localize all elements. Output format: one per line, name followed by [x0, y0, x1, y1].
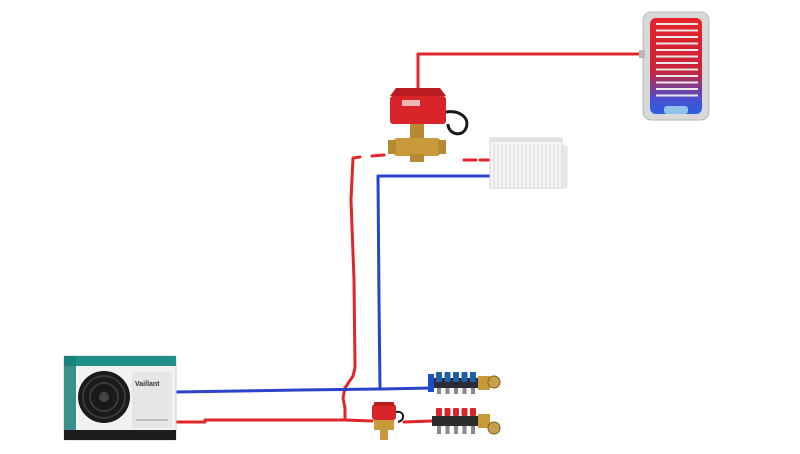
manifold-lower-valves: [436, 408, 476, 434]
manifold-upper-end: [478, 376, 490, 390]
radiator-bracket-right: [561, 145, 568, 189]
manifold-flowmeter: [470, 372, 476, 382]
three-way-valve-actuator-label: [402, 100, 420, 106]
heat-pump-base: [64, 430, 176, 440]
heat-pump-top-accent: [64, 356, 176, 366]
heat-pump-front-panel: [132, 372, 172, 428]
manifold-lower-end: [478, 414, 490, 428]
manifold-flowmeter: [453, 372, 459, 382]
heat-pump-fan-ring-inner: [89, 382, 119, 412]
manifold-lower-rail: [432, 416, 478, 426]
three-way-valve: [388, 88, 469, 162]
manifold-outlet: [462, 426, 467, 434]
manifold-lower-gauge: [487, 421, 501, 435]
zone-valve-actuator-top: [374, 402, 394, 406]
manifold-outlet: [445, 426, 450, 434]
heat-pump-fan-ring: [82, 375, 126, 419]
heat-pump-unit: Vaillant: [63, 355, 177, 441]
zone-valve-actuator: [372, 404, 396, 420]
manifold-flowmeter: [444, 372, 451, 382]
heat-pump-side-accent: [64, 356, 76, 432]
three-way-valve-body: [394, 138, 440, 156]
supply-pipe-valve-to-tank: [416, 52, 646, 100]
manifold-flowmeter: [436, 372, 442, 382]
zone-valve-stem: [380, 430, 388, 440]
manifold-outlet: [471, 426, 475, 434]
manifold-valve-cap: [453, 408, 459, 416]
manifold-outlet: [462, 388, 467, 394]
three-way-valve-neck: [410, 124, 424, 138]
manifold-upper-rail: [432, 378, 478, 388]
manifold-upper-flowmeters: [436, 372, 476, 394]
three-way-valve-cable: [445, 110, 469, 136]
hot-water-cylinder: [639, 11, 710, 121]
manifold-valve-cap: [470, 408, 476, 416]
manifold-outlet: [437, 388, 441, 394]
tank-cutaway-water: [650, 18, 702, 114]
return-pipe-riser: [376, 174, 492, 391]
supply-pipe-heatpump-out: [174, 155, 362, 424]
zone-valve: [372, 402, 404, 440]
manifold-outlet: [445, 388, 450, 394]
tank-badge: [664, 106, 688, 114]
three-way-valve-port-bottom: [410, 154, 424, 162]
manifold-outlet: [437, 426, 441, 434]
manifold-valve-cap: [461, 408, 468, 416]
zone-valve-cable: [395, 410, 404, 423]
return-pipe-manifold-upper: [378, 386, 434, 391]
manifold-upper-gauge: [487, 375, 501, 389]
underfloor-manifold: [428, 372, 501, 435]
manifold-upper-inlet: [428, 374, 434, 392]
radiator-top-grille: [490, 138, 562, 142]
heat-pump-fan-hub: [99, 392, 109, 402]
supply-pipe-valve-left-stub: [370, 153, 386, 158]
manifold-outlet: [454, 388, 458, 394]
manifold-valve-cap: [436, 408, 442, 416]
three-way-valve-port-right: [438, 140, 446, 154]
manifold-flowmeter: [461, 372, 468, 382]
manifold-outlet: [471, 388, 475, 394]
manifold-outlet: [454, 426, 458, 434]
radiator-fins: [493, 144, 559, 186]
three-way-valve-actuator-top: [390, 88, 446, 96]
three-way-valve-port-left: [388, 140, 396, 154]
heat-pump-brand-label: Vaillant: [135, 381, 160, 388]
supply-pipe-zone-valve-to-manifold: [402, 419, 434, 424]
tank-port-top: [639, 50, 645, 58]
zone-valve-body: [374, 420, 394, 430]
return-pipe-heatpump-in: [174, 387, 382, 394]
panel-radiator: [489, 137, 568, 189]
supply-pipe-to-zone-valve: [343, 418, 374, 423]
manifold-valve-cap: [444, 408, 451, 416]
return-pipes: [174, 174, 492, 394]
tank-heating-coil: [656, 23, 698, 97]
